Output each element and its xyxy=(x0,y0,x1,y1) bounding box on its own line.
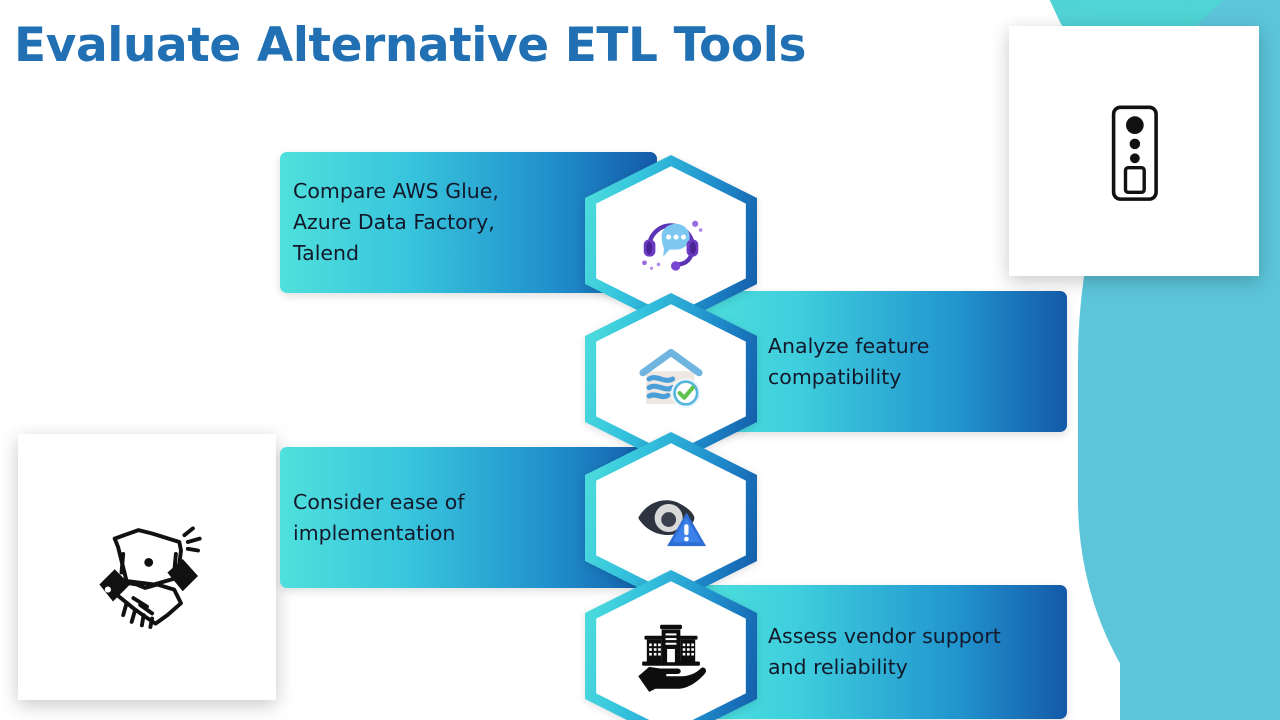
hexagon-border xyxy=(585,432,757,604)
card-top-right xyxy=(1009,26,1259,276)
hexagon-inner xyxy=(596,581,746,720)
hexagon-border xyxy=(585,570,757,720)
hexagon-inner xyxy=(596,304,746,454)
eye-warning-icon xyxy=(638,500,707,547)
step-hexagon-3[interactable] xyxy=(585,432,757,604)
headset-chat-support-icon xyxy=(642,220,703,271)
hexagon-inner xyxy=(596,166,746,316)
step-banner-3-label: Consider ease of implementation xyxy=(293,489,465,545)
card-bottom-left xyxy=(18,434,276,700)
step-banner-2-label: Analyze feature compatibility xyxy=(768,333,930,389)
building-hand-support-icon xyxy=(638,624,707,692)
step-hexagon-4[interactable] xyxy=(585,570,757,720)
hexagon-inner xyxy=(596,443,746,593)
handshake-agreement-icon xyxy=(99,525,202,629)
page-title: Evaluate Alternative ETL Tools xyxy=(14,18,807,73)
remote-control-device-icon xyxy=(1111,105,1158,201)
house-wave-check-icon xyxy=(639,348,703,408)
step-banner-1-label: Compare AWS Glue, Azure Data Factory, Ta… xyxy=(293,179,499,265)
step-banner-4-label: Assess vendor support and reliability xyxy=(768,624,1001,679)
